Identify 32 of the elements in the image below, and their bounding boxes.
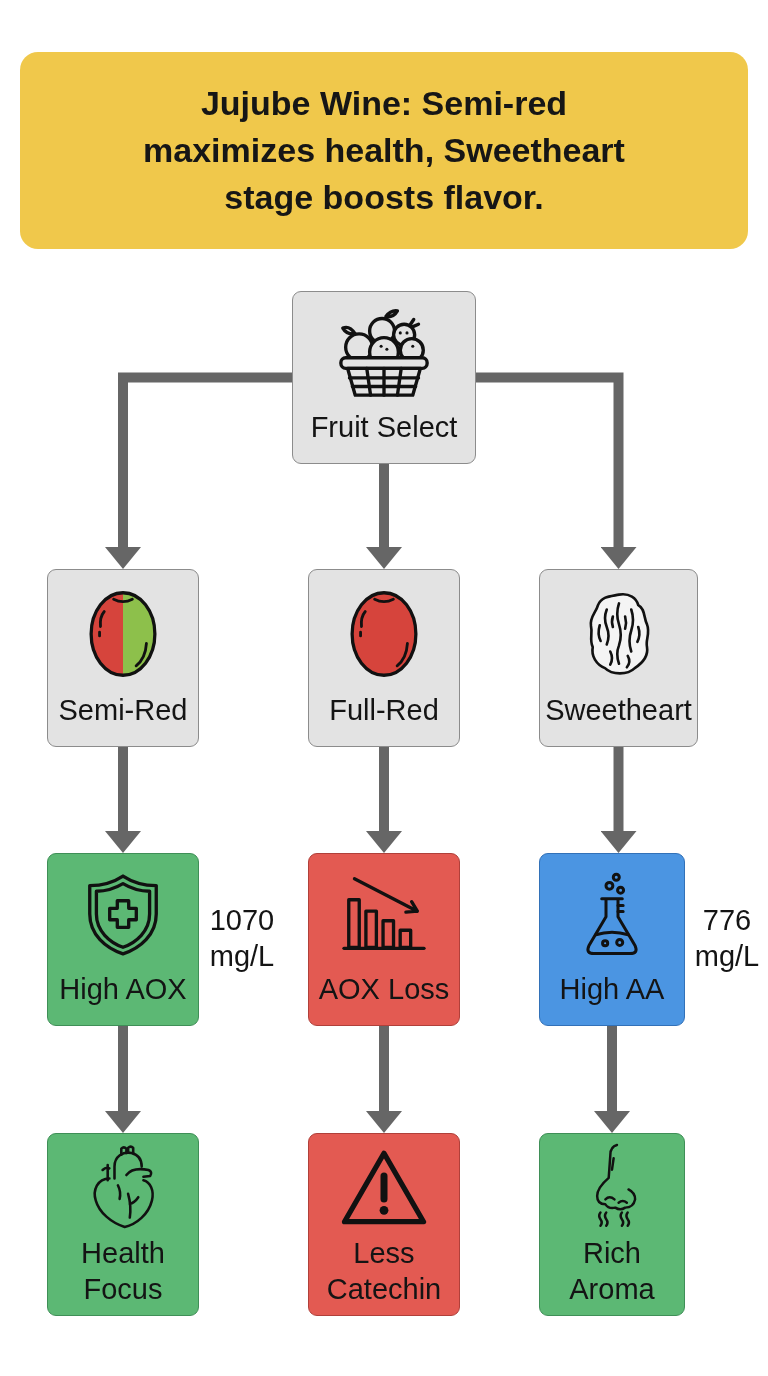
arrow (366, 747, 402, 853)
process-box (47, 1133, 199, 1316)
arrow (366, 464, 402, 569)
arrow (594, 1026, 630, 1133)
arrow (366, 1026, 402, 1133)
process-box (47, 569, 199, 747)
node-label: Sweetheart (544, 692, 693, 728)
process-box (539, 569, 698, 747)
node-label: High AA (558, 971, 666, 1007)
process-box (308, 853, 460, 1026)
arrow (105, 372, 292, 569)
process-box (539, 853, 685, 1026)
node-label: AOX Loss (317, 971, 451, 1007)
process-box (539, 1133, 685, 1316)
title-text: Jujube Wine: Semi-red maximizes health, Sweetheart stage boosts flavor. (142, 83, 626, 218)
value-label: 1070 mg/L (208, 903, 276, 974)
node-label: High AOX (58, 971, 188, 1007)
arrow (600, 747, 637, 853)
node-label: Health Focus (80, 1235, 166, 1307)
process-box (308, 569, 460, 747)
arrow (476, 372, 637, 569)
node-label: Less Catechin (325, 1235, 443, 1307)
node-label: Fruit Select (309, 409, 459, 445)
arrow (105, 1026, 141, 1133)
node-label: Full-Red (328, 692, 440, 728)
process-box (292, 291, 476, 464)
value-label: 776 mg/L (693, 903, 761, 974)
node-label: Semi-Red (57, 692, 189, 728)
node-label: Rich Aroma (568, 1235, 656, 1307)
process-box (47, 853, 199, 1026)
arrow (105, 747, 141, 853)
process-box (308, 1133, 460, 1316)
